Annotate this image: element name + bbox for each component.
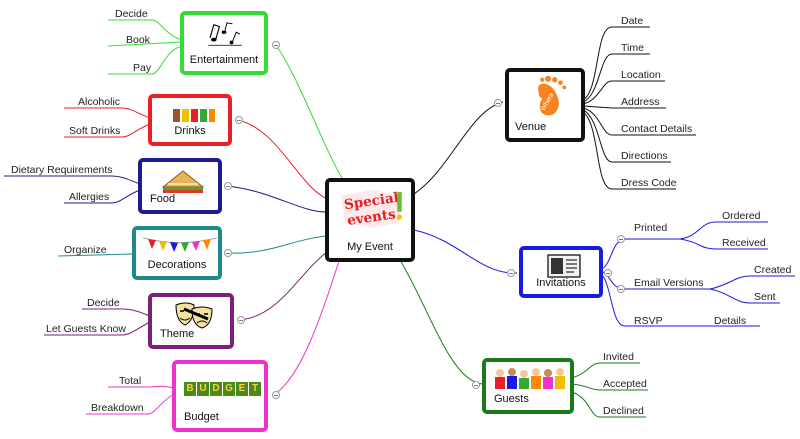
venue-leaf-address[interactable]: Address <box>621 96 660 108</box>
invitations-email-versions[interactable]: Email Versions <box>634 277 704 289</box>
entertainment-toggle[interactable] <box>272 41 280 49</box>
budget-toggle[interactable] <box>272 391 280 399</box>
bunting-icon <box>142 237 218 252</box>
theme-toggle[interactable] <box>237 316 245 324</box>
theater-masks-icon <box>175 302 213 329</box>
footprint-icon: Where <box>538 75 567 116</box>
guests-leaf-declined[interactable]: Declined <box>603 405 644 417</box>
printed-leaf-received[interactable]: Received <box>722 237 766 249</box>
theme-leaf-let-guests-know[interactable]: Let Guests Know <box>46 323 126 335</box>
venue-label: Venue <box>515 121 547 133</box>
budget-leaf-breakdown[interactable]: Breakdown <box>91 402 144 414</box>
link-budget <box>271 257 341 397</box>
theme-leaf-decide[interactable]: Decide <box>87 297 120 309</box>
entertainment-leaf-book[interactable]: Book <box>126 34 150 46</box>
venue-leaf-contact-details[interactable]: Contact Details <box>621 123 693 135</box>
entertainment-label: Entertainment <box>189 54 259 66</box>
link-theme <box>237 249 331 321</box>
drinks-leaf-soft-drinks[interactable]: Soft Drinks <box>69 125 121 137</box>
food-node[interactable]: Food <box>138 158 222 214</box>
crowd-icon <box>495 368 565 389</box>
venue-leaf-directions[interactable]: Directions <box>621 150 668 162</box>
special-events-logo: Special events <box>341 190 403 229</box>
food-label: Food <box>150 193 176 205</box>
svg-text:events: events <box>346 206 397 229</box>
venue-node[interactable]: Where Venue <box>505 68 585 142</box>
venue-leaf-dress-code[interactable]: Dress Code <box>621 177 677 189</box>
budget-leaf-total[interactable]: Total <box>119 375 142 387</box>
food-toggle[interactable] <box>224 182 232 190</box>
drinks-node[interactable]: Drinks <box>148 94 232 146</box>
venue-leaf-time[interactable]: Time <box>621 42 644 54</box>
venue-toggle[interactable] <box>494 99 502 107</box>
link-invitations <box>413 229 518 274</box>
link-drinks <box>237 119 331 201</box>
guests-toggle[interactable] <box>472 381 480 389</box>
food-leaf-dietary-requirements[interactable]: Dietary Requirements <box>11 164 113 176</box>
invitations-toggle[interactable] <box>507 269 515 277</box>
svg-text:Special: Special <box>343 190 400 214</box>
drinks-toggle[interactable] <box>235 116 243 124</box>
link-decorations <box>225 235 327 254</box>
printed-leaf-ordered[interactable]: Ordered <box>722 210 761 222</box>
link-venue <box>413 101 504 195</box>
decorations-node[interactable]: Decorations <box>132 226 222 280</box>
decorations-label: Decorations <box>147 259 207 271</box>
sandwich-icon <box>161 170 205 193</box>
budget-label: Budget <box>184 411 219 423</box>
invitations-node[interactable]: Invitations <box>519 246 603 298</box>
guests-node[interactable]: Guests <box>482 358 574 414</box>
link-entertainment <box>275 44 344 181</box>
link-guests <box>399 259 483 385</box>
email-versions-toggle[interactable] <box>617 285 625 293</box>
budget-node[interactable]: B U D G E T Budget <box>172 360 268 432</box>
drink-glasses-icon <box>173 109 215 122</box>
guests-leaf-invited[interactable]: Invited <box>603 351 634 363</box>
email-leaf-sent[interactable]: Sent <box>754 291 776 303</box>
venue-leaf-date[interactable]: Date <box>621 15 644 27</box>
rsvp-leaf-details[interactable]: Details <box>714 315 747 327</box>
invitations-rsvp[interactable]: RSVP <box>634 315 663 327</box>
invitations-label: Invitations <box>536 277 586 289</box>
decorations-toggle[interactable] <box>224 249 232 257</box>
drinks-leaf-alcoholic[interactable]: Alcoholic <box>78 96 121 108</box>
theme-node[interactable]: Theme <box>148 293 234 349</box>
entertainment-leaf-decide[interactable]: Decide <box>115 8 148 20</box>
link-food <box>225 185 327 213</box>
budget-blocks-icon: B U D G E T <box>184 382 261 396</box>
music-notes-icon <box>208 22 242 46</box>
drinks-label: Drinks <box>174 125 206 137</box>
invitations-printed[interactable]: Printed <box>634 222 668 234</box>
theme-label: Theme <box>160 328 195 340</box>
printed-toggle[interactable] <box>617 235 625 243</box>
guests-leaf-accepted[interactable]: Accepted <box>603 378 647 390</box>
central-node[interactable]: Special events My Event <box>325 178 415 262</box>
invitation-card-icon <box>547 254 581 278</box>
guests-label: Guests <box>494 393 529 405</box>
email-leaf-created[interactable]: Created <box>754 264 792 276</box>
entertainment-node[interactable]: Entertainment <box>180 11 268 75</box>
entertainment-leaf-pay[interactable]: Pay <box>133 62 152 74</box>
decorations-leaf-organize[interactable]: Organize <box>64 244 107 256</box>
food-leaf-allergies[interactable]: Allergies <box>69 191 110 203</box>
venue-leaf-location[interactable]: Location <box>621 69 661 81</box>
invitations-right-toggle[interactable] <box>604 269 612 277</box>
central-label: My Event <box>347 241 393 253</box>
